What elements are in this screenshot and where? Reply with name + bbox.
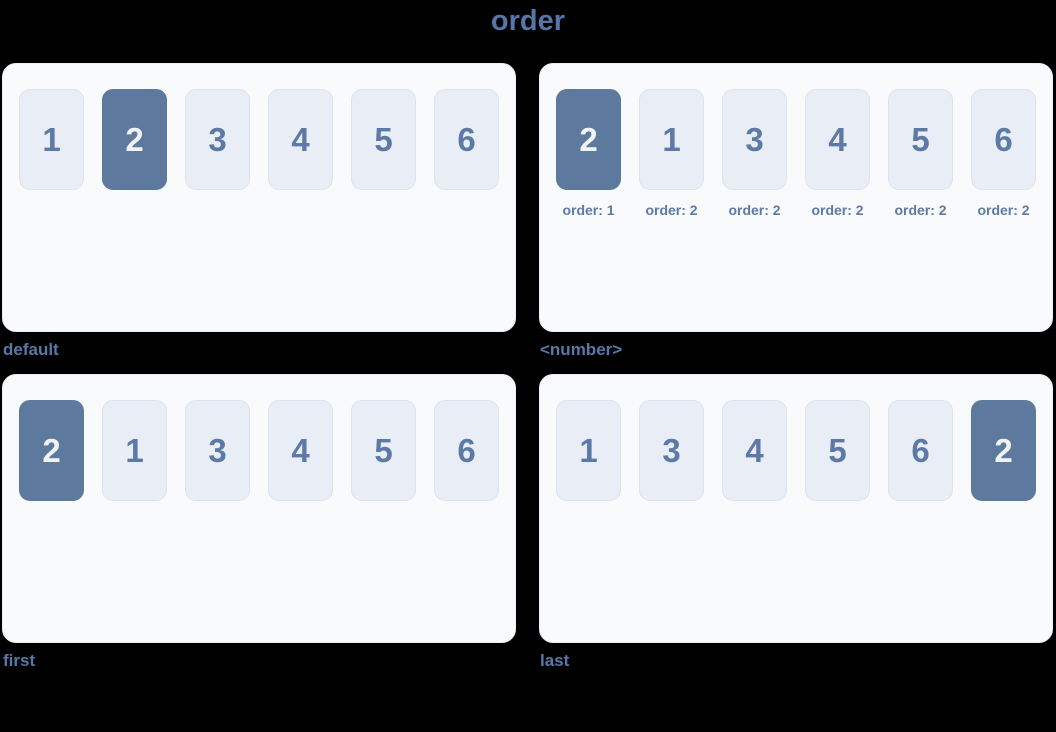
item-number: 3 bbox=[722, 89, 787, 190]
item-number: 5 bbox=[351, 400, 416, 501]
item-number: 2 bbox=[556, 89, 621, 190]
flex-item: 5 bbox=[351, 400, 416, 501]
flex-item: 5 bbox=[805, 400, 870, 501]
item-number: 4 bbox=[268, 89, 333, 190]
item-number: 2 bbox=[971, 400, 1036, 501]
flex-item: 4 bbox=[722, 400, 787, 501]
flex-item: 4 order: 2 bbox=[805, 89, 870, 218]
panel-caption: first bbox=[3, 651, 36, 670]
panel-caption: default bbox=[3, 340, 59, 359]
flex-item-highlighted: 2 bbox=[102, 89, 167, 190]
flex-item: 3 bbox=[185, 89, 250, 190]
example-figure: 2 order: 1 1 order: 2 3 order: 2 4 order: 2 5 ord… bbox=[539, 63, 1053, 374]
item-order-label: order: 2 bbox=[811, 202, 864, 218]
item-number: 3 bbox=[185, 89, 250, 190]
item-number: 4 bbox=[722, 400, 787, 501]
item-number: 1 bbox=[639, 89, 704, 190]
item-order-label: order: 2 bbox=[894, 202, 947, 218]
item-number: 3 bbox=[185, 400, 250, 501]
item-number: 5 bbox=[805, 400, 870, 501]
page-title: order bbox=[490, 5, 566, 37]
flex-item: 5 bbox=[351, 89, 416, 190]
item-number: 4 bbox=[805, 89, 870, 190]
panel-canvas: 2 order: 1 1 order: 2 3 order: 2 4 order: 2 5 ord… bbox=[539, 63, 1053, 332]
item-number: 1 bbox=[556, 400, 621, 501]
flex-item-highlighted: 2 order: 1 bbox=[556, 89, 621, 218]
item-number: 6 bbox=[888, 400, 953, 501]
flex-item: 6 bbox=[434, 89, 499, 190]
item-number: 5 bbox=[888, 89, 953, 190]
item-number: 6 bbox=[971, 89, 1036, 190]
item-order-label: order: 1 bbox=[562, 202, 615, 218]
item-number: 1 bbox=[102, 400, 167, 501]
flex-item: 6 bbox=[434, 400, 499, 501]
panel-caption: last bbox=[540, 651, 570, 670]
flex-item: 4 bbox=[268, 400, 333, 501]
flex-item: 5 order: 2 bbox=[888, 89, 953, 218]
item-number: 1 bbox=[19, 89, 84, 190]
item-order-label: order: 2 bbox=[645, 202, 698, 218]
item-number: 2 bbox=[102, 89, 167, 190]
item-number: 3 bbox=[639, 400, 704, 501]
flex-item: 3 bbox=[639, 400, 704, 501]
item-order-label: order: 2 bbox=[728, 202, 781, 218]
item-number: 5 bbox=[351, 89, 416, 190]
flex-item-highlighted: 2 bbox=[971, 400, 1036, 501]
flex-item: 6 order: 2 bbox=[971, 89, 1036, 218]
flex-item: 3 bbox=[185, 400, 250, 501]
flex-item: 1 bbox=[556, 400, 621, 501]
flex-item: 1 bbox=[19, 89, 84, 190]
item-number: 6 bbox=[434, 89, 499, 190]
item-number: 6 bbox=[434, 400, 499, 501]
flex-item-highlighted: 2 bbox=[19, 400, 84, 501]
flex-item: 4 bbox=[268, 89, 333, 190]
flex-item: 1 order: 2 bbox=[639, 89, 704, 218]
panel-caption: <number> bbox=[540, 340, 623, 359]
item-number: 4 bbox=[268, 400, 333, 501]
flex-item: 3 order: 2 bbox=[722, 89, 787, 218]
item-order-label: order: 2 bbox=[977, 202, 1030, 218]
flex-item: 6 bbox=[888, 400, 953, 501]
item-number: 2 bbox=[19, 400, 84, 501]
flex-item: 1 bbox=[102, 400, 167, 501]
